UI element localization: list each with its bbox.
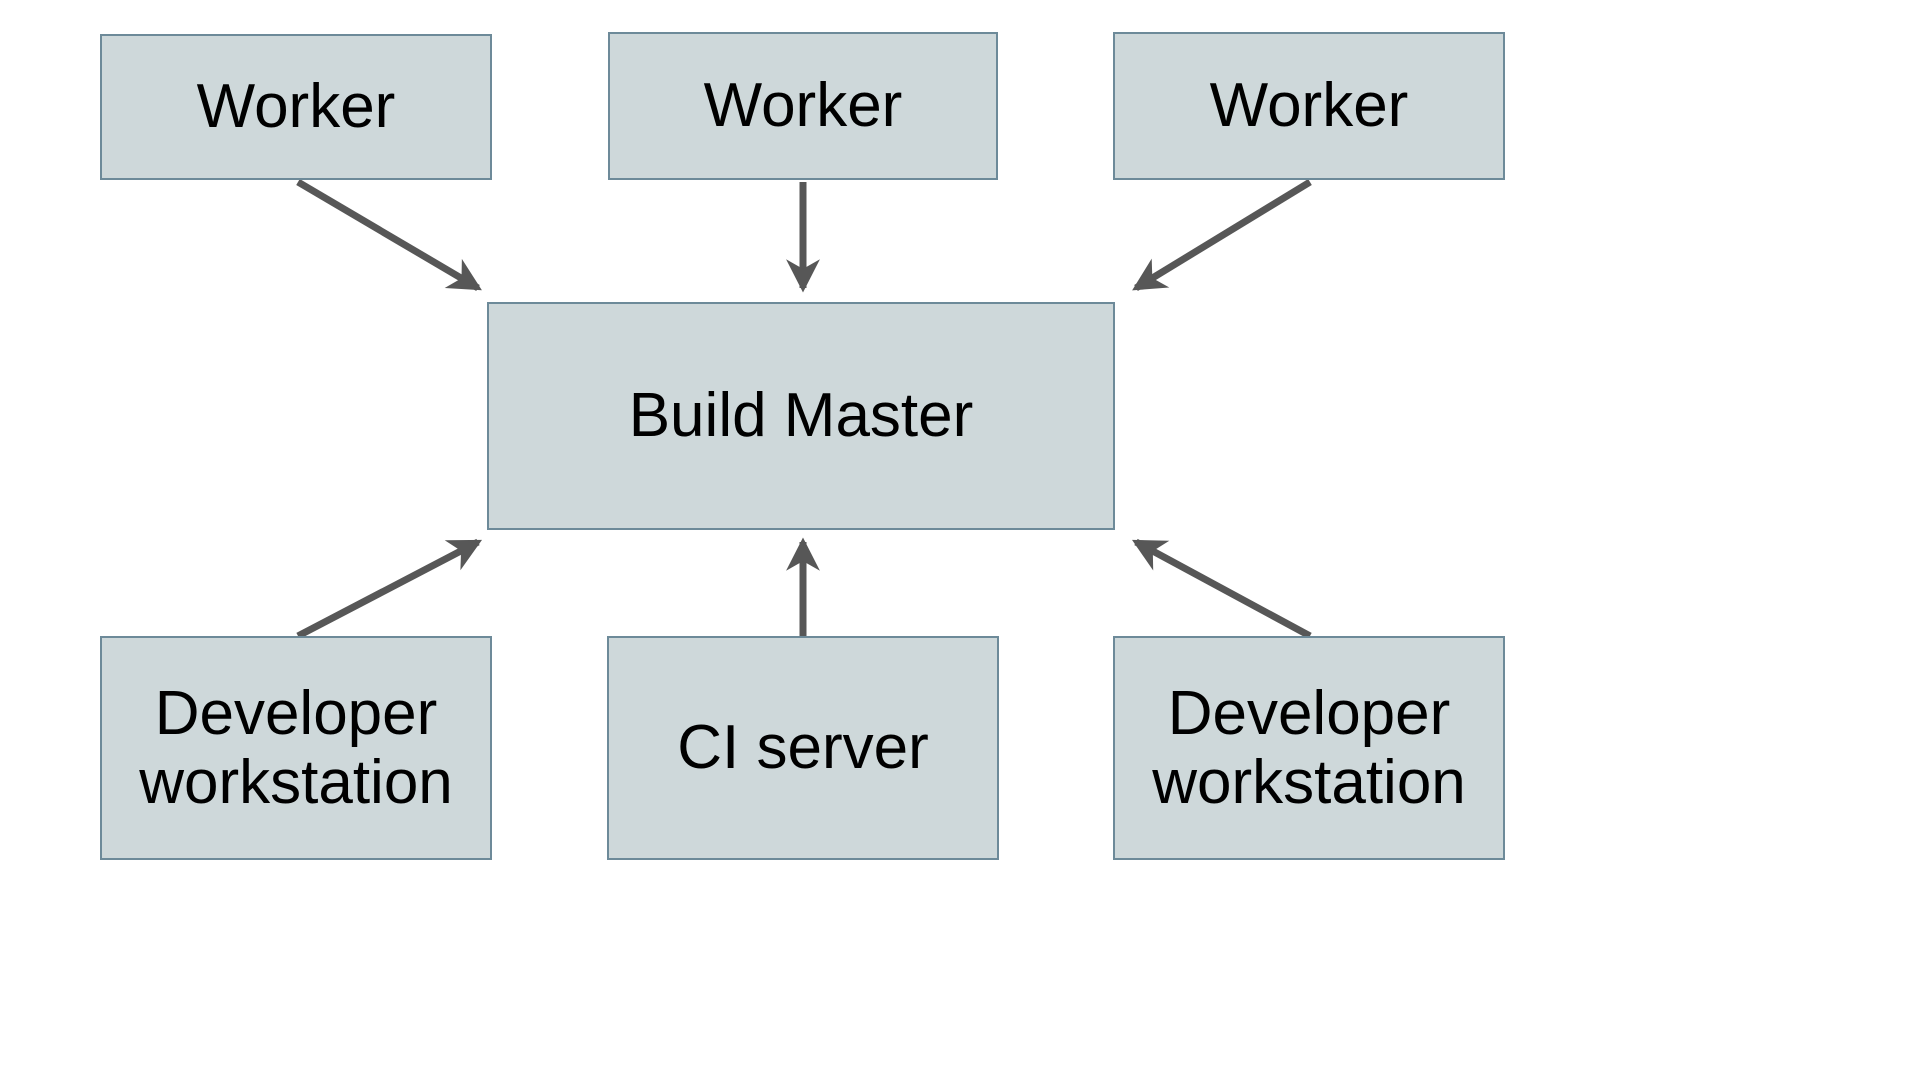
node-ci-server-label: CI server [677,713,929,783]
node-developer-workstation-right-label: Developer workstation [1152,678,1466,817]
node-worker-right-label: Worker [1209,71,1409,141]
node-worker-center[interactable]: Worker [608,32,998,180]
node-worker-left[interactable]: Worker [100,34,492,180]
edge-worker-right-to-build-master [1132,179,1312,291]
node-developer-workstation-left-label: Developer workstation [139,678,453,817]
node-worker-left-label: Worker [196,72,396,142]
node-developer-workstation-right[interactable]: Developer workstation [1113,636,1505,860]
node-build-master[interactable]: Build Master [487,302,1115,530]
edge-dev-right-to-build-master [1131,538,1312,640]
node-developer-workstation-left[interactable]: Developer workstation [100,636,492,860]
node-build-master-label: Build Master [628,381,974,451]
node-worker-center-label: Worker [703,71,903,141]
node-ci-server[interactable]: CI server [607,636,999,860]
node-worker-right[interactable]: Worker [1113,32,1505,180]
edge-dev-left-to-build-master [296,538,483,640]
edge-worker-left-to-build-master [296,178,482,292]
